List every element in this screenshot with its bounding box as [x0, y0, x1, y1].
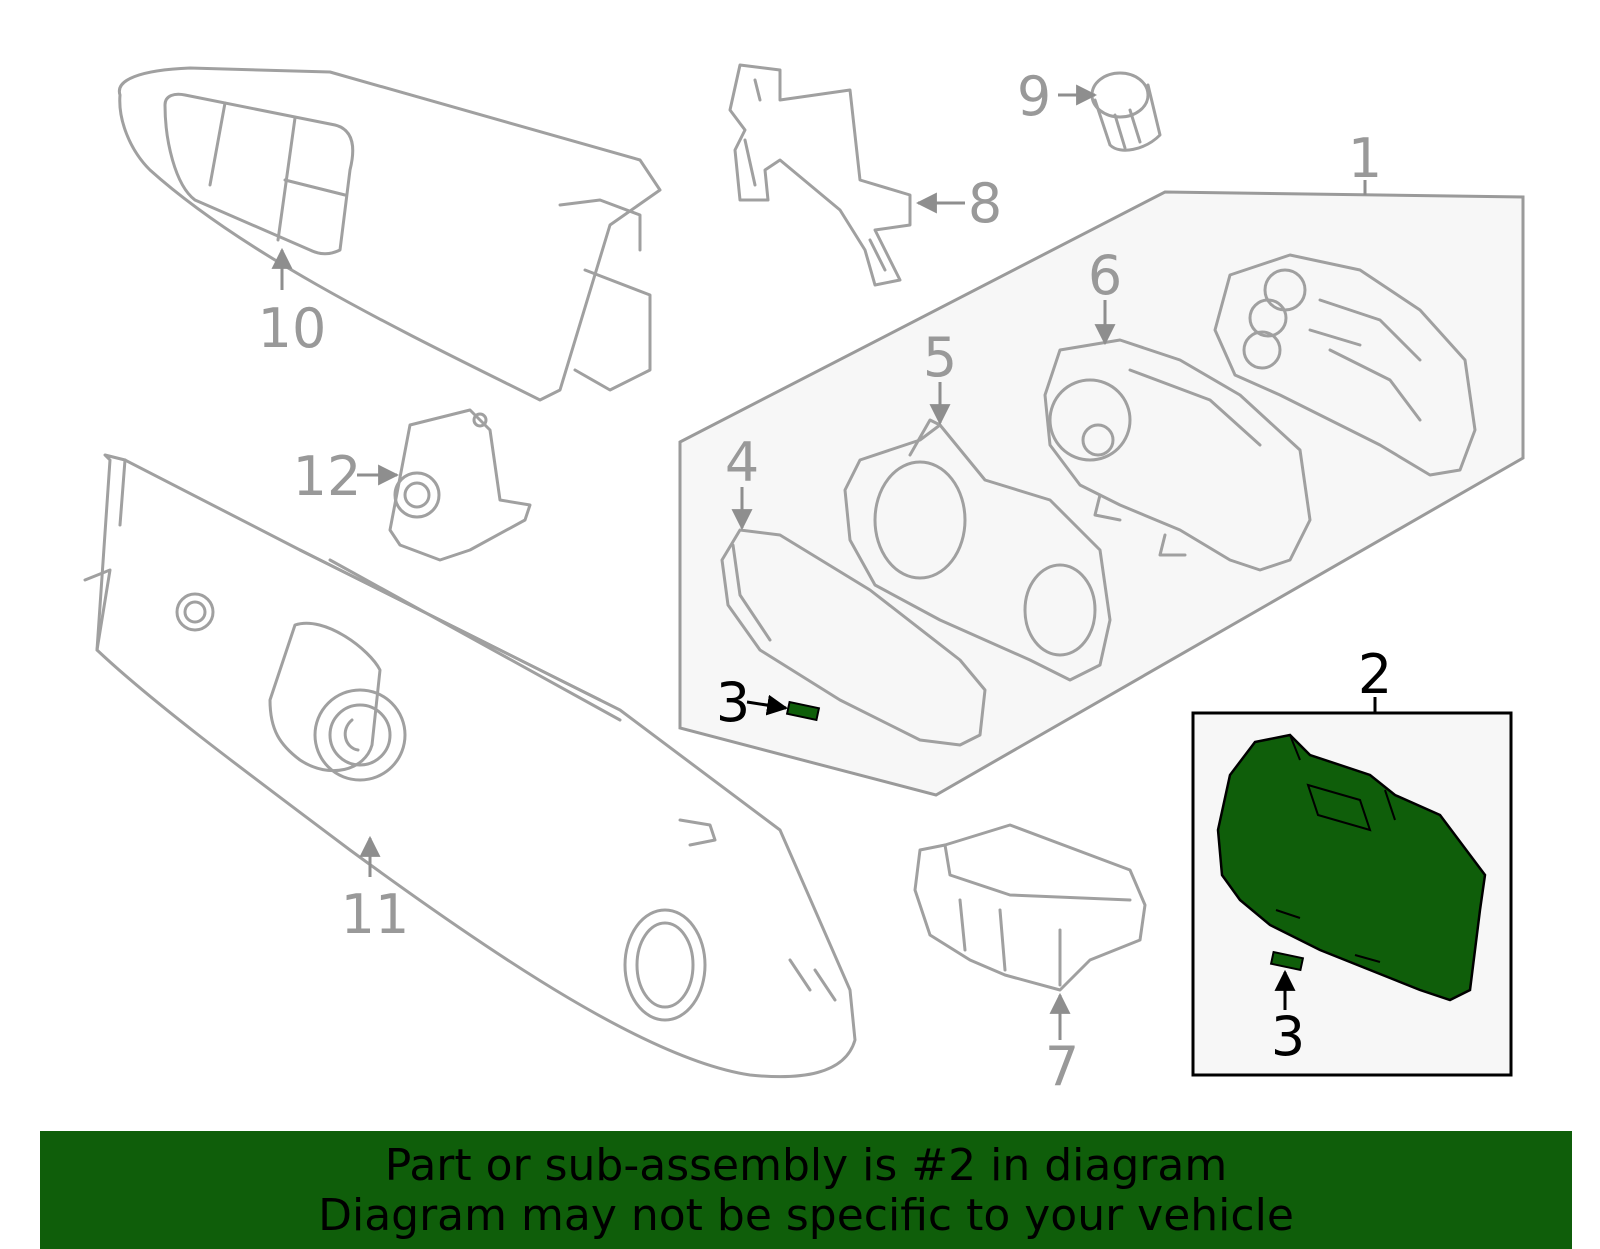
- callout-3a: 3: [716, 671, 750, 734]
- part-12-actuator: [388, 408, 532, 562]
- callout-12: 12: [293, 445, 362, 508]
- callout-2: 2: [1358, 643, 1392, 706]
- part-10-switch-panel: [117, 66, 662, 402]
- callout-11: 11: [341, 883, 410, 946]
- leader-3a: [746, 694, 789, 716]
- part-4-lens: [720, 528, 987, 747]
- callout-7: 7: [1045, 1035, 1079, 1098]
- callout-10: 10: [258, 297, 327, 360]
- part-7-module: [913, 823, 1147, 992]
- callout-3b: 3: [1271, 1005, 1305, 1068]
- callout-9: 9: [1017, 65, 1051, 128]
- part-8-bracket: [728, 63, 912, 287]
- callout-6: 6: [1088, 244, 1122, 307]
- callout-4: 4: [725, 431, 759, 494]
- banner-line-1: Part or sub-assembly is #2 in diagram: [384, 1140, 1228, 1191]
- banner-line-2: Diagram may not be specific to your vehi…: [318, 1190, 1294, 1241]
- callout-1: 1: [1348, 127, 1382, 190]
- part-9-knob: [1090, 71, 1162, 152]
- assembly-1-panel: [678, 190, 1525, 797]
- callout-8: 8: [968, 172, 1002, 235]
- part-1-rear-housing: [1213, 253, 1477, 477]
- part-3-clip-b: [1269, 950, 1305, 972]
- part-3-clip-a: [785, 700, 821, 722]
- callout-5: 5: [923, 326, 957, 389]
- part-2-instrument-cluster: [1216, 733, 1487, 1002]
- part-5-cluster-case: [843, 418, 1112, 682]
- part-6-dial-face: [1043, 338, 1312, 572]
- info-banner: Part or sub-assembly is #2 in diagram Di…: [40, 1131, 1572, 1249]
- part-11-bezel: [83, 453, 857, 1079]
